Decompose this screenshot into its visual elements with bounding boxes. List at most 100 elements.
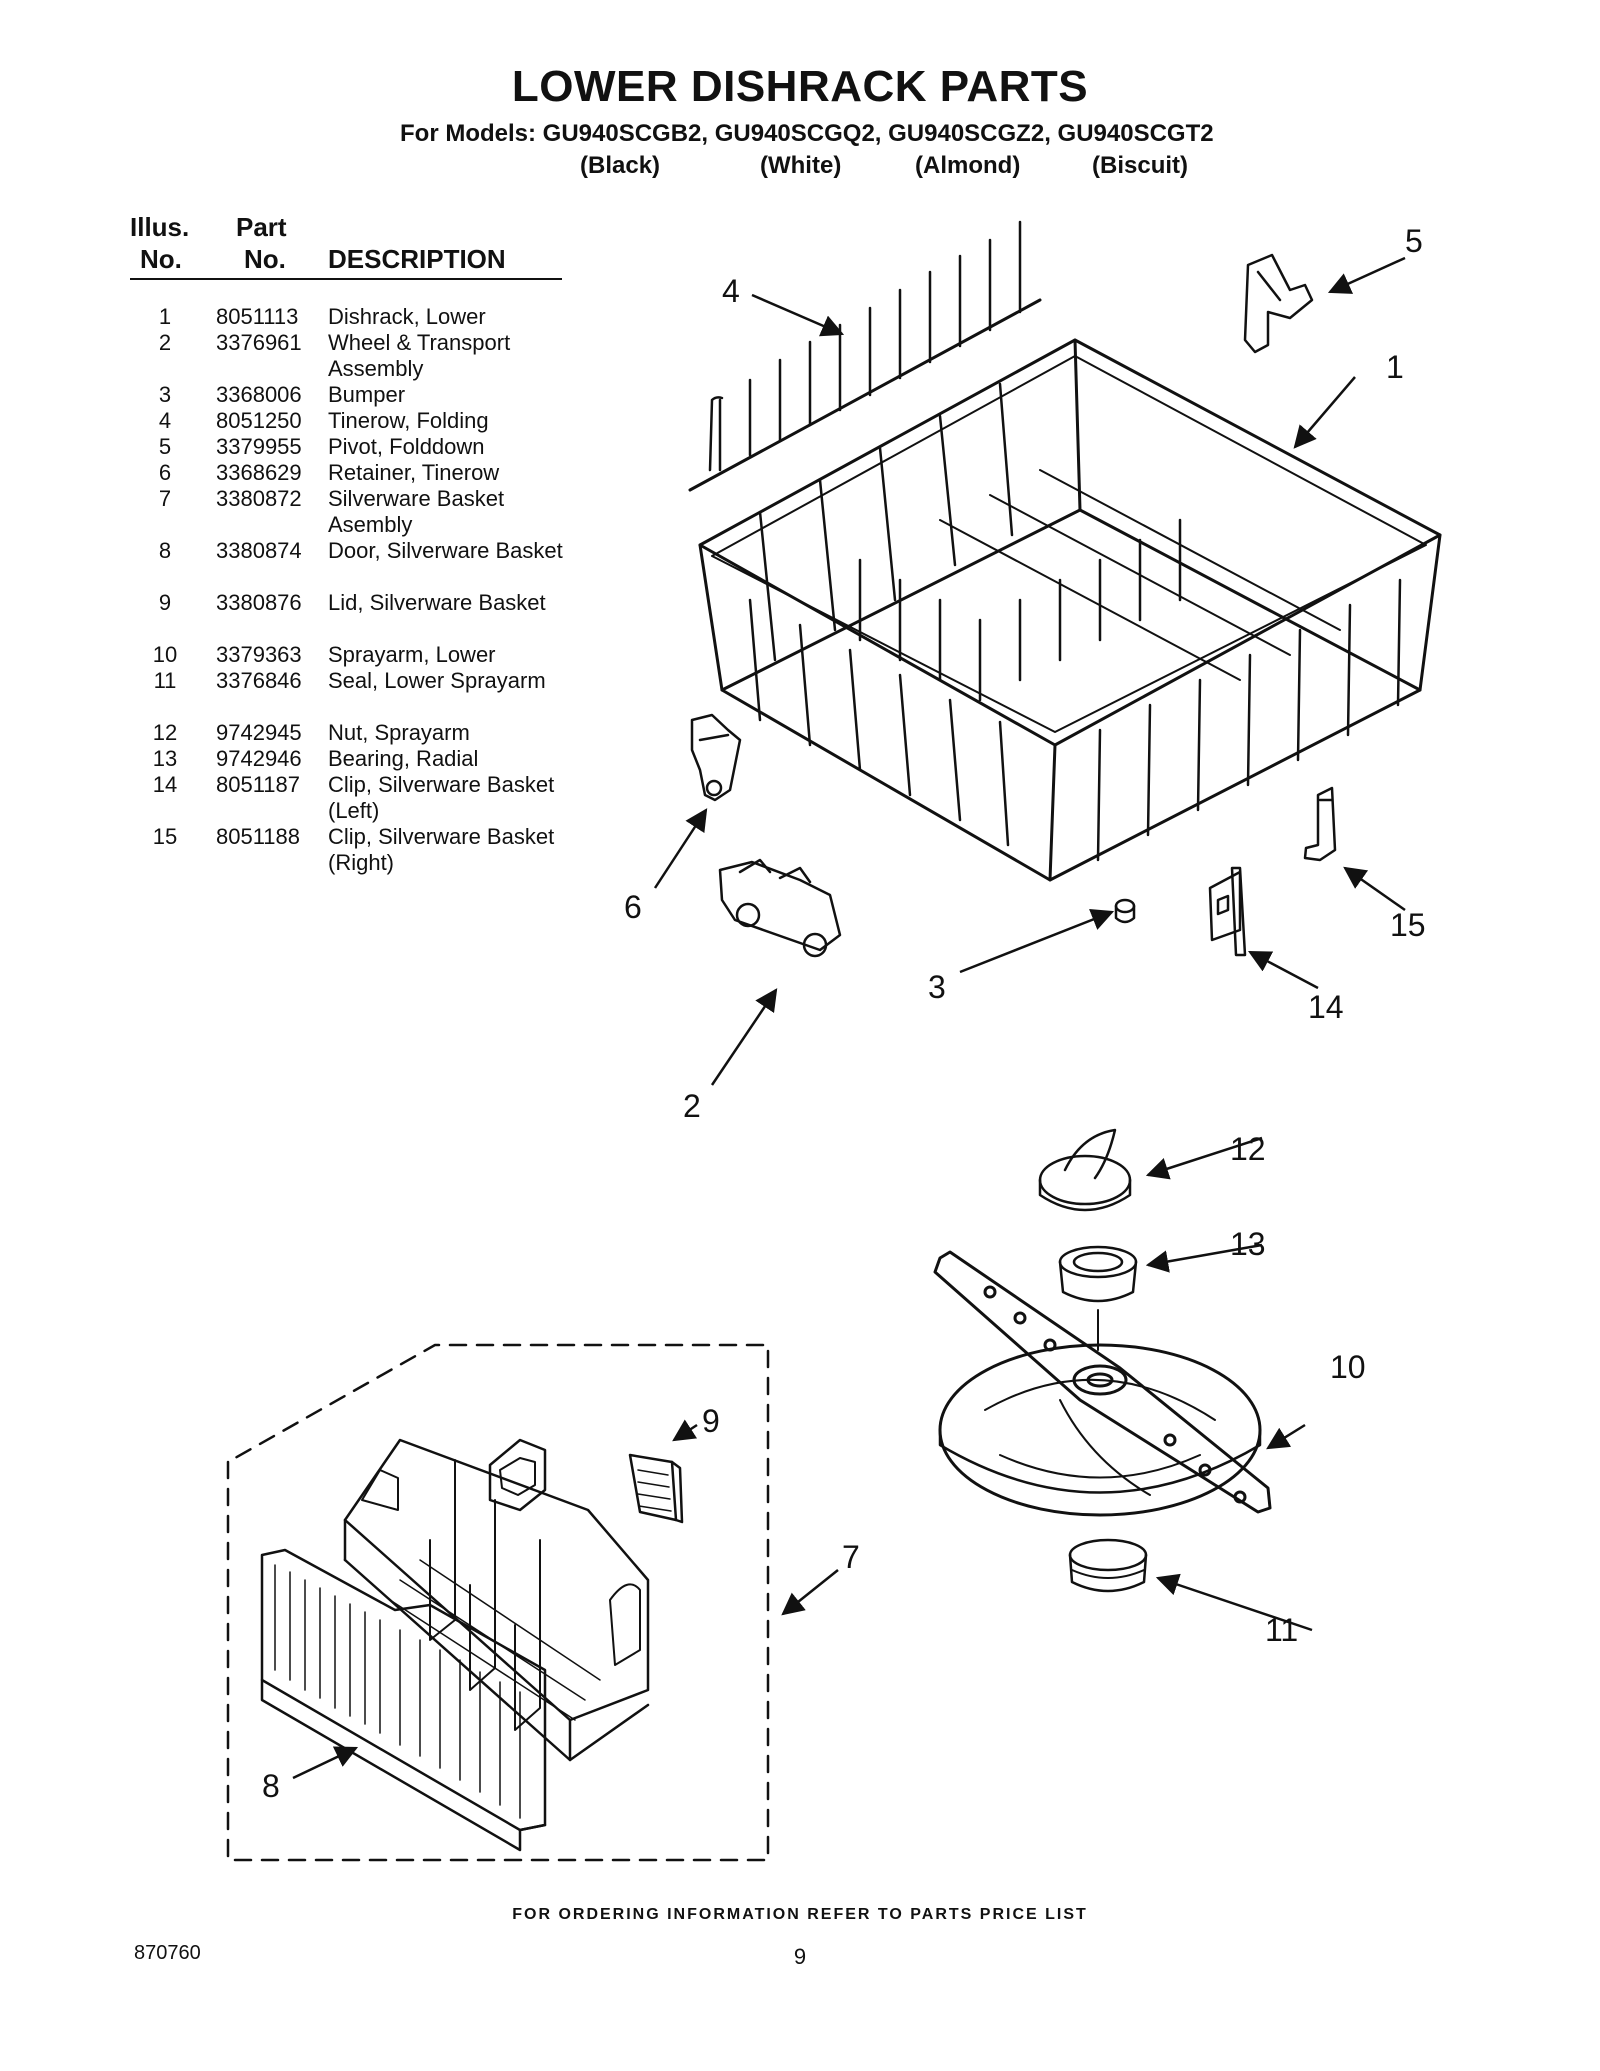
part-no: 8051113 [216,304,299,329]
leader-15 [1343,866,1406,912]
page-title: LOWER DISHRACK PARTS [511,62,1089,111]
silverware-lid-illustration [628,1453,684,1524]
part-no: 3380872 [216,486,302,511]
illus-no: 9 [158,590,172,615]
part-description: Retainer, Tinerow [328,460,500,485]
leader-7 [781,1569,839,1616]
part-no: 9742946 [216,746,302,771]
part-no: 3368629 [216,460,302,485]
leader-12 [1145,1136,1263,1180]
callout-10: 10 [1330,1349,1366,1385]
leader-1 [1266,1423,1306,1450]
callout-7: 7 [842,1539,860,1575]
callout-3: 3 [928,969,946,1005]
leader-3 [959,908,1115,974]
page-number: 9 [793,1944,807,1969]
illus-no: 11 [153,668,177,693]
callout-1: 1 [1386,349,1404,385]
illus-no: 4 [158,408,172,433]
part-description: Seal, Lower Sprayarm [328,668,546,693]
leader-11 [1155,1573,1313,1632]
color-black: (Black) [580,152,661,179]
clip-left-illustration [1208,866,1247,957]
part-description: Clip, Silverware Basket (Right) [328,824,555,875]
part-no: 3376961 [216,330,302,355]
illus-no: 7 [158,486,172,511]
part-no: 3368006 [216,382,302,407]
header-part-line1: Part [236,212,287,242]
illus-no: 13 [152,746,178,771]
part-description: Tinerow, Folding [328,408,489,433]
leader-9 [672,1419,698,1442]
part-description: Sprayarm, Lower [328,642,496,667]
illus-no: 12 [152,720,178,745]
illus-no: 1 [158,304,172,329]
illus-no: 2 [158,330,172,355]
part-no: 3379363 [216,642,302,667]
leader-6 [653,808,708,889]
illus-no: 10 [152,642,178,667]
part-description: Nut, Sprayarm [328,720,470,745]
part-no: 3376846 [216,668,302,693]
callout-12: 12 [1230,1131,1266,1167]
pivot-folddown-illustration [1243,253,1314,354]
header-part-line2: No. [244,244,286,274]
callout-8: 8 [262,1768,280,1804]
bearing-radial-illustration [1058,1245,1138,1351]
callout-14: 14 [1308,989,1344,1025]
part-no: 8051250 [216,408,302,433]
illus-no: 5 [158,434,172,459]
part-description: Wheel & Transport Assembly [328,330,511,381]
illus-no: 6 [158,460,172,485]
leader-13 [1145,1243,1263,1273]
models-line: For Models: GU940SCGB2, GU940SCGQ2, GU94… [400,120,1214,147]
part-description: Bearing, Radial [328,746,479,771]
part-description: Pivot, Folddown [328,434,485,459]
color-biscuit: (Biscuit) [1092,152,1188,179]
callout-9: 9 [702,1403,720,1439]
part-no: 9742945 [216,720,302,745]
part-description: Dishrack, Lower [328,304,486,329]
document-number: 870760 [134,1942,201,1964]
color-white: (White) [760,152,842,179]
part-description: Bumper [328,382,406,407]
header-illus-line1: Illus. [130,212,190,242]
callout-11: 11 [1265,1612,1298,1648]
leader-1-dishrack [1293,376,1356,449]
part-no: 8051188 [216,824,301,849]
part-no: 8051187 [216,772,301,797]
callout-13: 13 [1230,1226,1266,1262]
header-description: DESCRIPTION [328,244,506,274]
leader-14 [1248,950,1319,990]
illus-no: 15 [152,824,178,849]
callout-6: 6 [624,889,642,925]
header-illus-line2: No. [140,244,182,274]
silverware-basket-illustration [343,1438,650,1762]
leader-2 [710,988,778,1086]
dishrack-illustration [688,220,1442,882]
leader-5 [1327,256,1406,294]
part-description: Door, Silverware Basket [328,538,563,563]
part-description: Clip, Silverware Basket (Left) [328,772,555,823]
ordering-note: FOR ORDERING INFORMATION REFER TO PARTS … [512,1906,1088,1923]
silverware-door-illustration [260,1548,547,1852]
color-almond: (Almond) [915,152,1021,179]
part-no: 3380874 [216,538,302,563]
callout-4: 4 [722,273,740,309]
illus-no: 14 [152,772,178,797]
callout-2: 2 [683,1088,701,1124]
header-rule [130,278,562,280]
bumper-illustration [1114,898,1136,924]
callout-5: 5 [1405,223,1423,259]
part-description: Silverware Basket Asembly [328,486,505,537]
seal-lower-sprayarm-illustration [1068,1538,1148,1593]
silverware-basket-boundary [226,1343,770,1862]
leader-4 [751,293,845,337]
part-description: Lid, Silverware Basket [328,590,546,615]
illus-no: 8 [158,538,172,563]
callout-15: 15 [1390,907,1426,943]
nut-sprayarm-illustration [1038,1128,1132,1212]
sprayarm-lower-illustration [933,1250,1272,1517]
illus-no: 3 [158,382,172,407]
